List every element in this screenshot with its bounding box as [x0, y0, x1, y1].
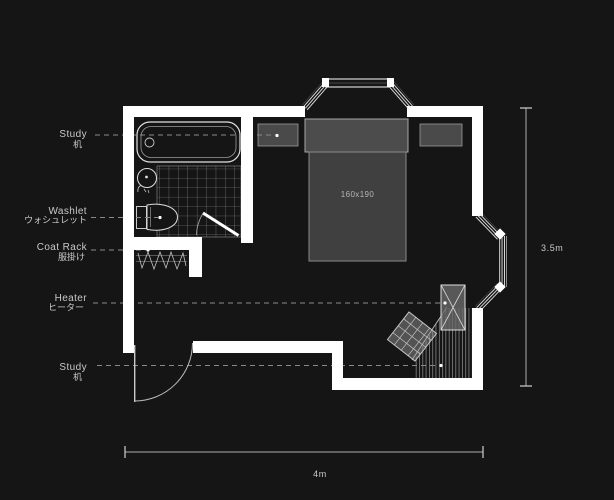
window-top — [301, 78, 415, 111]
bed-size-label: 160x190 — [341, 190, 375, 199]
room-labels: Study 机 Washlet ウォシュレット Coat Rack 服掛け He… — [24, 129, 87, 382]
wall-bathroom-right — [241, 117, 253, 243]
label-study-top-jp: 机 — [73, 139, 82, 150]
bathtub — [136, 121, 241, 163]
sink — [137, 168, 157, 194]
dimension-width-label: 4m — [313, 469, 327, 479]
entry-door — [133, 342, 193, 402]
label-washlet-en: Washlet — [48, 206, 87, 217]
wall-bathroom-bottom — [123, 237, 202, 250]
wall-left — [123, 106, 134, 353]
label-study-bottom-jp: 机 — [73, 371, 82, 382]
wall-right-upper — [472, 106, 483, 216]
label-coat-rack-jp: 服掛け — [58, 251, 85, 262]
bed-pillow — [304, 118, 409, 153]
wall-bottom-right — [332, 378, 483, 390]
label-heater-jp: ヒーター — [48, 303, 84, 313]
bathroom-door — [196, 211, 240, 237]
bathtub-drain-icon — [144, 137, 155, 148]
label-coat-rack-en: Coat Rack — [37, 242, 88, 253]
label-washlet-jp: ウォシュレット — [24, 215, 87, 225]
bed: 160x190 — [304, 118, 409, 262]
wall-step — [332, 341, 343, 390]
bed-body — [308, 151, 407, 262]
dimension-height: 3.5m — [520, 107, 563, 387]
label-study-top-en: Study — [59, 129, 87, 140]
nightstand-right — [419, 123, 463, 147]
coat-rack-hangers — [136, 250, 187, 271]
wall-top-right — [407, 106, 483, 117]
dimension-height-label: 3.5m — [541, 243, 563, 253]
dimension-width: 4m — [124, 446, 484, 479]
wall-right-lower — [472, 308, 483, 390]
heater-unit — [440, 284, 466, 331]
toilet — [136, 203, 179, 231]
wall-bottom-mid — [193, 341, 343, 353]
wall-top-left — [123, 106, 305, 117]
label-heater-en: Heater — [55, 293, 88, 304]
walls — [123, 106, 483, 390]
chair — [386, 311, 438, 362]
wall-stub — [189, 250, 202, 277]
window-right — [475, 212, 507, 312]
label-study-bottom-en: Study — [59, 362, 87, 373]
